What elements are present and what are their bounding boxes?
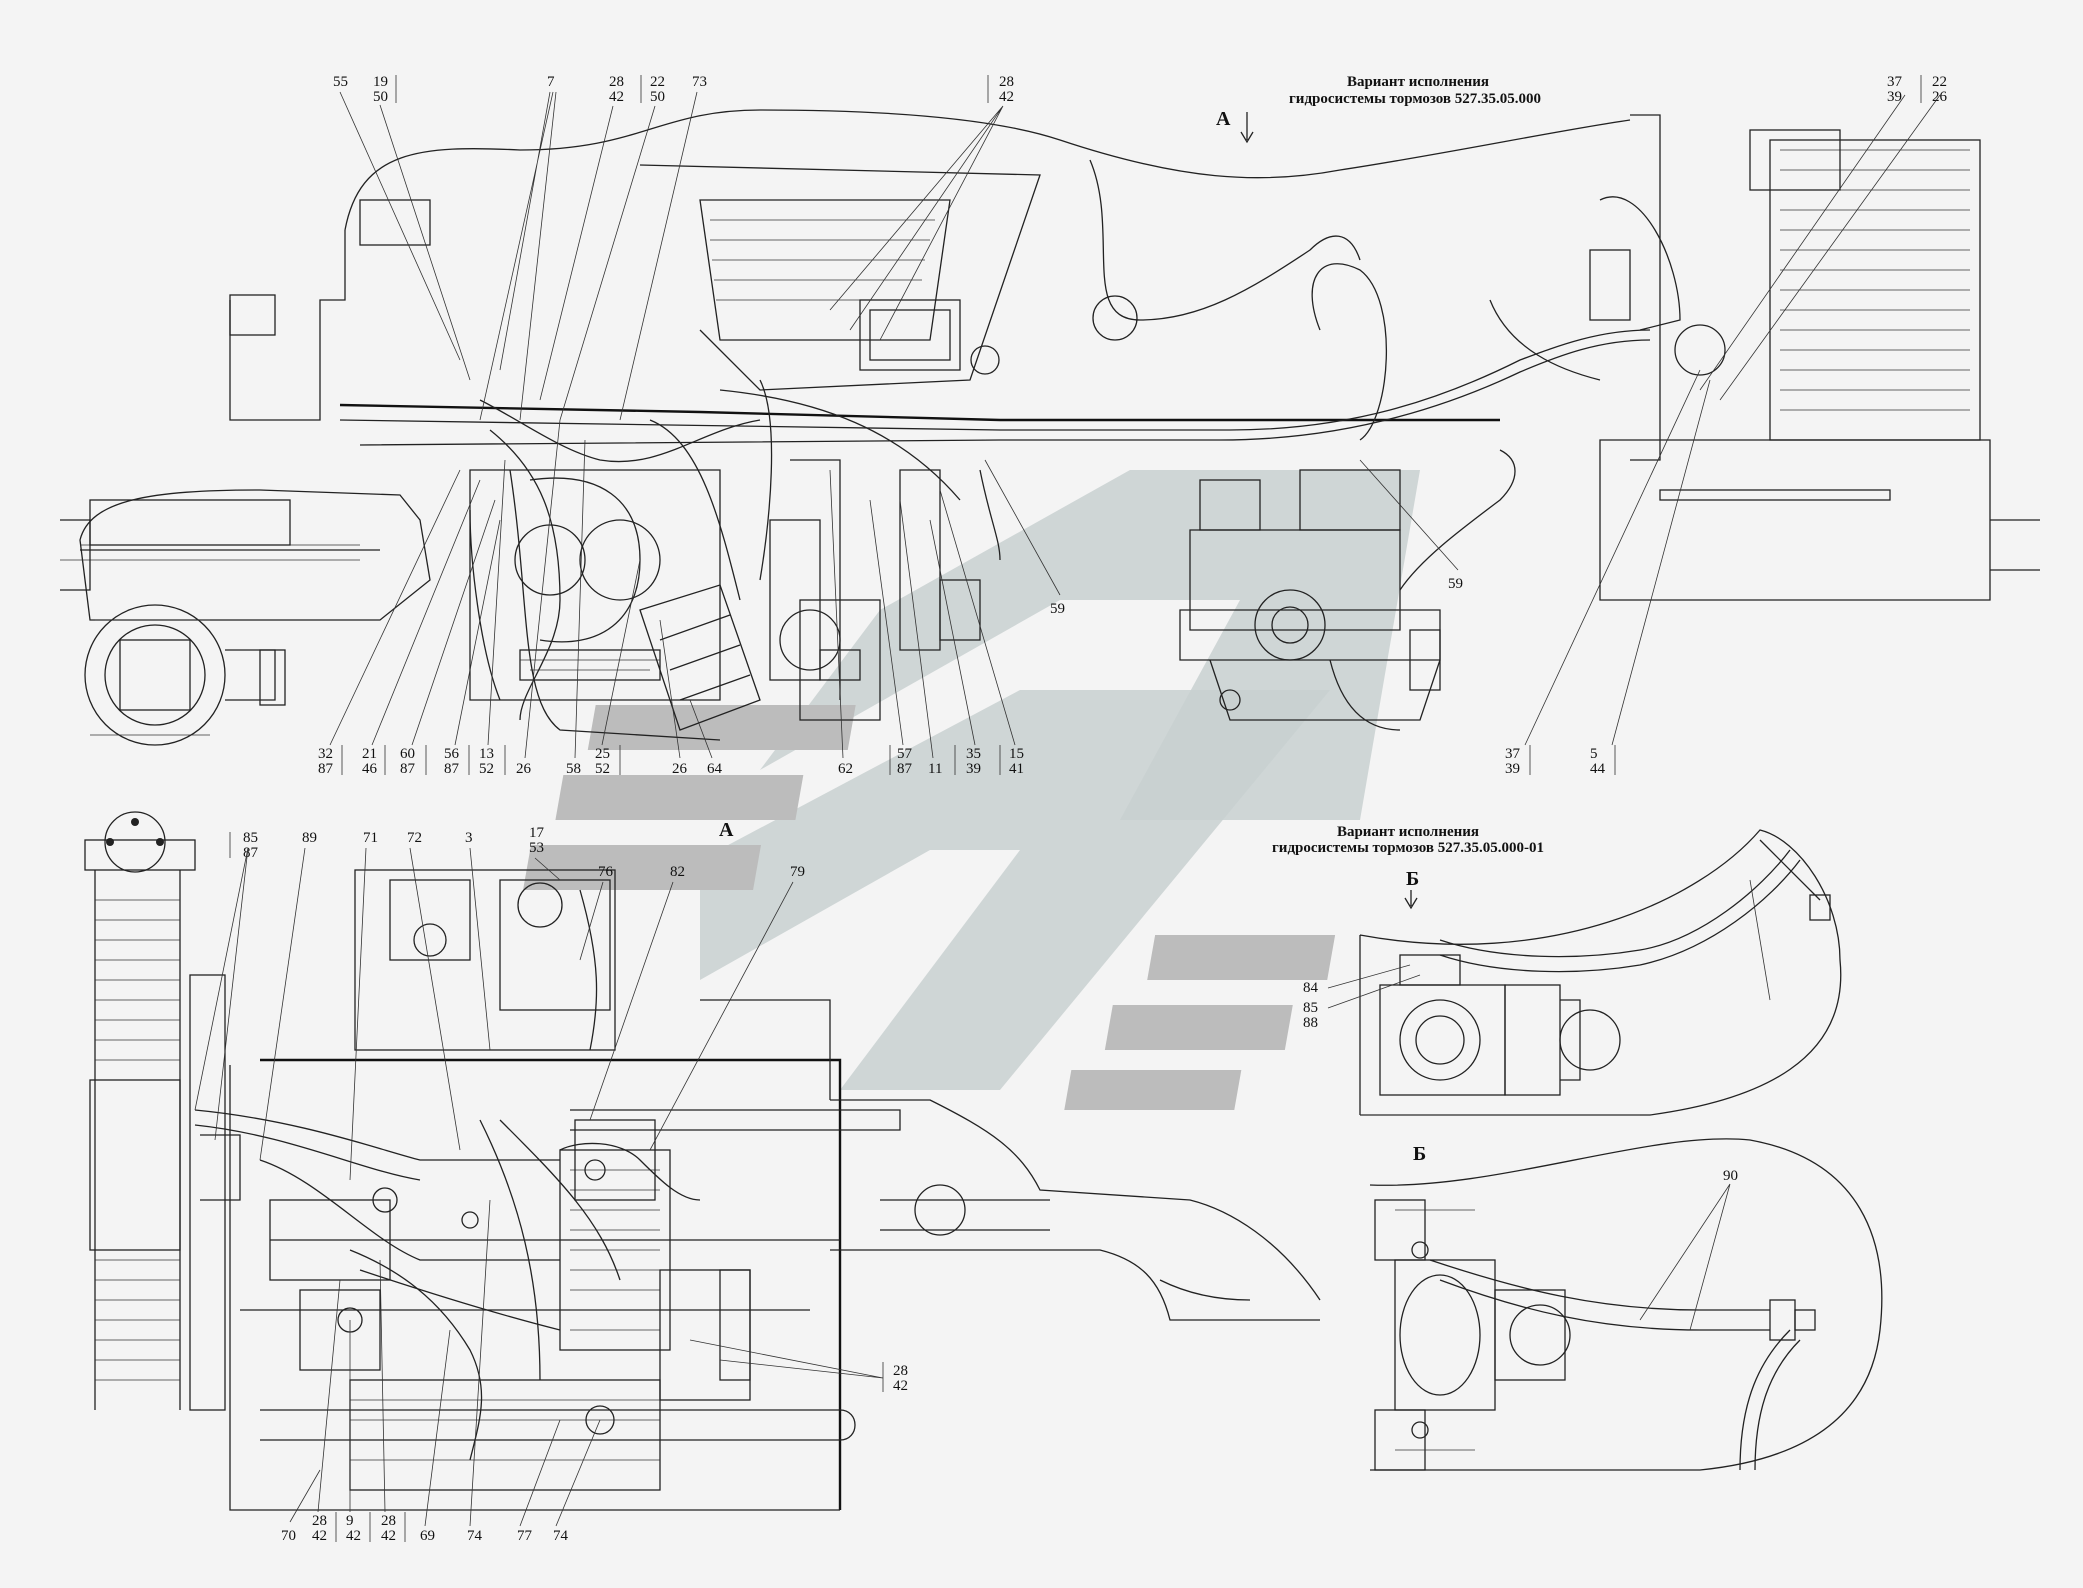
callout-88: 88 [1303, 1015, 1318, 1031]
upper-callouts-bottom: 32 87 21 46 60 87 56 87 13 52 26 58 25 5… [318, 369, 1711, 777]
callout-19: 19 [373, 74, 388, 90]
alt-variant-title-line1: Вариант исполнения [1337, 824, 1479, 840]
lower-plan-view [84, 811, 1321, 1511]
callout-87b: 87 [400, 761, 416, 777]
main-variant-title-line1: Вариант исполнения [1347, 74, 1489, 90]
callout-26b: 26 [516, 761, 532, 777]
view-a-arrow-icon [1240, 112, 1254, 144]
callout-3: 3 [465, 830, 473, 846]
view-b-upper-detail [1359, 829, 1842, 1116]
callout-62: 62 [838, 761, 853, 777]
callout-39c: 39 [1505, 761, 1520, 777]
callout-42b: 42 [999, 89, 1014, 105]
upper-callouts-top: 55 19 50 7 28 42 22 50 73 28 42 37 39 22… [333, 74, 1948, 421]
callout-5: 5 [1590, 746, 1598, 762]
callout-37: 37 [1887, 74, 1903, 90]
callout-74a: 74 [467, 1528, 483, 1544]
callout-28d: 28 [312, 1513, 327, 1529]
view-b-label: Б [1413, 1143, 1426, 1165]
callout-37b: 37 [1505, 746, 1521, 762]
view-b-arrow-label: Б [1406, 868, 1419, 890]
callout-71: 71 [363, 830, 378, 846]
callout-56: 56 [444, 746, 460, 762]
callout-39b: 39 [966, 761, 981, 777]
callout-74b: 74 [553, 1528, 569, 1544]
callout-28c: 28 [893, 1363, 908, 1379]
watermark-logo [523, 470, 1420, 1110]
callout-7: 7 [547, 74, 555, 90]
callout-77: 77 [517, 1528, 533, 1544]
callout-42f: 42 [381, 1528, 396, 1544]
callout-70: 70 [281, 1528, 296, 1544]
callout-73: 73 [692, 74, 707, 90]
callout-9: 9 [346, 1513, 354, 1529]
callout-41: 41 [1009, 761, 1024, 777]
callout-76: 76 [598, 864, 614, 880]
lower-left-callouts: 85 87 89 71 72 3 17 53 76 82 79 28 42 28… [194, 825, 908, 1544]
callout-22b: 22 [1932, 74, 1947, 90]
callout-42e: 42 [346, 1528, 361, 1544]
callout-87a: 87 [318, 761, 334, 777]
callout-50b: 50 [650, 89, 665, 105]
callout-39: 39 [1887, 89, 1902, 105]
callout-11: 11 [928, 761, 942, 777]
callout-52b: 52 [595, 761, 610, 777]
callout-42d: 42 [312, 1528, 327, 1544]
callout-26c: 26 [672, 761, 688, 777]
callout-84: 84 [1303, 980, 1319, 996]
section-a-label: А [719, 819, 734, 841]
callout-42: 42 [609, 89, 624, 105]
callout-57: 57 [897, 746, 913, 762]
callout-46: 46 [362, 761, 378, 777]
callout-28e: 28 [381, 1513, 396, 1529]
callout-82: 82 [670, 864, 685, 880]
callout-69: 69 [420, 1528, 435, 1544]
main-variant-title-line2: гидросистемы тормозов 527.35.05.000 [1289, 91, 1541, 107]
view-b-lower-detail [1369, 1138, 1883, 1471]
callout-87e: 87 [243, 845, 259, 861]
callout-87d: 87 [897, 761, 913, 777]
callout-53: 53 [529, 840, 544, 856]
callout-25: 25 [595, 746, 610, 762]
callout-17: 17 [529, 825, 545, 841]
callout-72: 72 [407, 830, 422, 846]
callout-28: 28 [609, 74, 624, 90]
callout-85b: 85 [1303, 1000, 1318, 1016]
callout-55: 55 [333, 74, 348, 90]
callout-60: 60 [400, 746, 415, 762]
callout-42c: 42 [893, 1378, 908, 1394]
callout-59b: 59 [1448, 576, 1463, 592]
callout-28b: 28 [999, 74, 1014, 90]
view-b-arrow-icon [1404, 890, 1418, 910]
callout-22: 22 [650, 74, 665, 90]
callout-13: 13 [479, 746, 494, 762]
callout-59a: 59 [1050, 601, 1065, 617]
callout-15: 15 [1009, 746, 1024, 762]
alt-variant-title-line2: гидросистемы тормозов 527.35.05.000-01 [1272, 840, 1544, 856]
callout-21: 21 [362, 746, 377, 762]
callout-90: 90 [1723, 1168, 1738, 1184]
callout-58: 58 [566, 761, 581, 777]
upper-side-view [60, 109, 2040, 746]
callout-32: 32 [318, 746, 333, 762]
view-a-arrow-label: А [1216, 108, 1231, 130]
callout-50: 50 [373, 89, 388, 105]
callout-52a: 52 [479, 761, 494, 777]
callout-64: 64 [707, 761, 723, 777]
callout-87c: 87 [444, 761, 460, 777]
callout-44: 44 [1590, 761, 1606, 777]
callout-85: 85 [243, 830, 258, 846]
callout-89: 89 [302, 830, 317, 846]
callout-79: 79 [790, 864, 805, 880]
callout-35: 35 [966, 746, 981, 762]
